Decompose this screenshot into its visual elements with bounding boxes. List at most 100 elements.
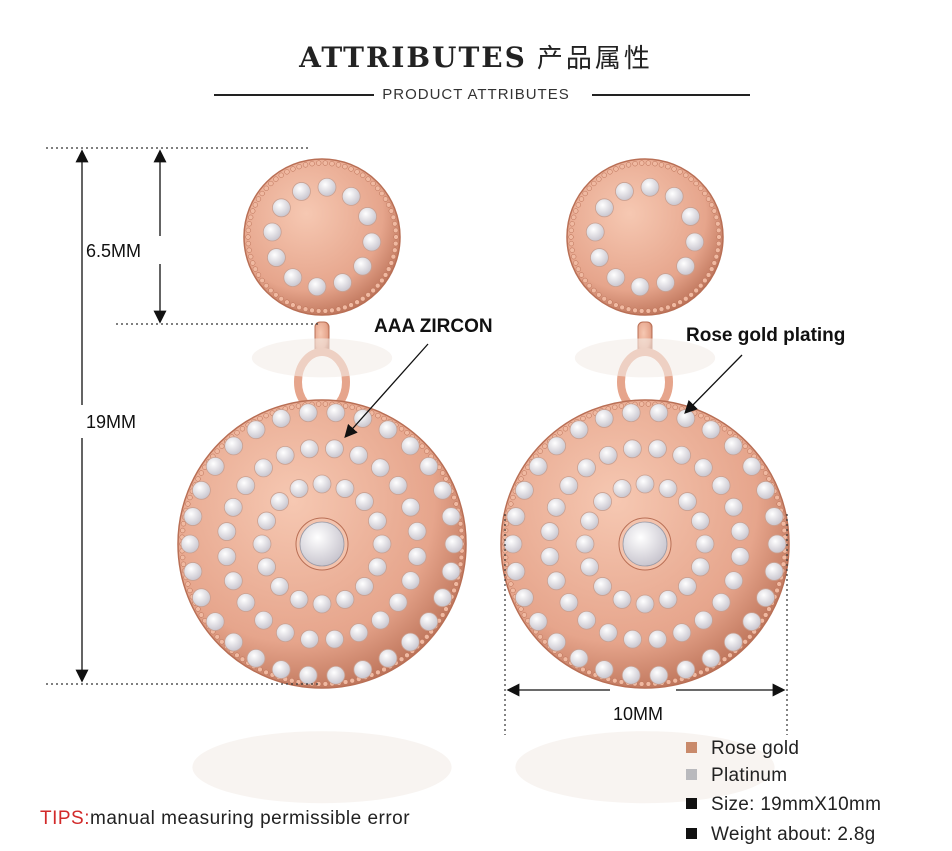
bead <box>214 448 220 454</box>
bead <box>747 448 753 454</box>
zircon-stone <box>362 232 382 252</box>
zircon-stone <box>335 590 355 609</box>
zircon-stone <box>676 409 696 428</box>
zircon-stone <box>370 458 390 478</box>
bead <box>268 180 274 187</box>
legend-item-size: Size: 19mmX10mm <box>686 794 881 816</box>
bead <box>665 304 671 311</box>
bead <box>568 240 574 247</box>
square-bullet-icon <box>686 798 697 809</box>
zircon-stone <box>594 660 614 679</box>
bead <box>573 260 579 266</box>
title-english: ATTRIBUTES <box>299 41 527 74</box>
bead <box>360 172 366 178</box>
zircon-stone <box>433 588 452 608</box>
bead <box>705 196 712 202</box>
bead <box>747 634 753 640</box>
bead <box>375 283 381 289</box>
bead <box>302 306 309 312</box>
bead <box>360 296 366 302</box>
bead <box>375 669 381 676</box>
legend-label: Platinum <box>711 765 788 786</box>
bead <box>672 678 678 684</box>
bead <box>518 606 524 612</box>
zircon-stone <box>515 480 534 500</box>
zircon-stone <box>701 420 721 440</box>
bead <box>342 163 348 170</box>
zircon-stone <box>192 588 211 608</box>
zircon-stone <box>658 590 678 609</box>
bead <box>375 412 381 419</box>
zircon-stone <box>635 594 655 614</box>
bead <box>379 190 385 197</box>
zircon-stone <box>676 256 695 276</box>
reflection <box>192 731 452 804</box>
bead <box>698 185 704 191</box>
zircon-stone <box>528 457 548 476</box>
bead <box>713 254 719 260</box>
bead <box>257 415 263 422</box>
page-subtitle: PRODUCT ATTRIBUTES <box>382 86 570 103</box>
zircon-stone <box>569 648 589 668</box>
bead <box>268 287 274 294</box>
zircon-stone <box>598 623 618 643</box>
bead <box>185 581 191 587</box>
bead <box>781 527 787 534</box>
small-disc <box>566 158 724 378</box>
bead <box>688 292 694 298</box>
bead <box>342 304 348 311</box>
zircon-stone <box>506 507 526 526</box>
bead <box>716 227 722 234</box>
bead <box>578 272 585 278</box>
bead <box>671 166 677 172</box>
bead <box>255 196 262 202</box>
bead <box>246 221 252 227</box>
bead <box>295 679 302 685</box>
zircon-stone <box>595 198 614 218</box>
zircon-stone <box>378 648 398 668</box>
bead <box>382 272 389 278</box>
zircon-stone <box>742 457 762 476</box>
zircon-stone <box>515 588 534 608</box>
zircon-stone <box>590 248 609 267</box>
bead <box>342 403 349 409</box>
zircon-stone <box>685 232 705 252</box>
subtitle-rule-right <box>592 94 750 96</box>
bead <box>381 415 387 422</box>
reflection <box>515 731 775 804</box>
zircon-stone <box>695 534 715 554</box>
zircon-stone <box>606 268 626 287</box>
bead <box>711 260 717 266</box>
bead <box>508 501 514 507</box>
bead <box>278 172 284 178</box>
zircon-stone <box>401 571 421 591</box>
zircon-stone <box>407 521 427 541</box>
bead <box>185 501 191 507</box>
bead <box>618 679 625 685</box>
zircon-stone <box>433 480 452 500</box>
bead <box>713 214 719 220</box>
zircon-stone <box>388 592 408 612</box>
bead <box>619 163 625 170</box>
bead <box>705 272 712 278</box>
zircon-stone <box>559 593 579 612</box>
zircon-stone <box>270 492 289 511</box>
callout-zircon: AAA ZIRCON <box>374 316 493 337</box>
bead <box>586 185 592 191</box>
bead <box>573 208 579 214</box>
bead <box>591 180 597 187</box>
zircon-stone <box>257 557 276 577</box>
zircon-stone <box>299 439 319 459</box>
callout-arrow-zircon <box>344 343 429 438</box>
zircon-stone <box>672 623 692 643</box>
zircon-stone <box>325 439 344 459</box>
zircon-stone <box>368 511 387 531</box>
bead <box>727 430 733 436</box>
bead <box>335 162 342 168</box>
legend-label: Rose gold <box>711 738 800 759</box>
bead <box>263 669 269 676</box>
bead <box>542 443 548 449</box>
bead <box>457 521 464 527</box>
zircon-stone <box>546 497 566 517</box>
